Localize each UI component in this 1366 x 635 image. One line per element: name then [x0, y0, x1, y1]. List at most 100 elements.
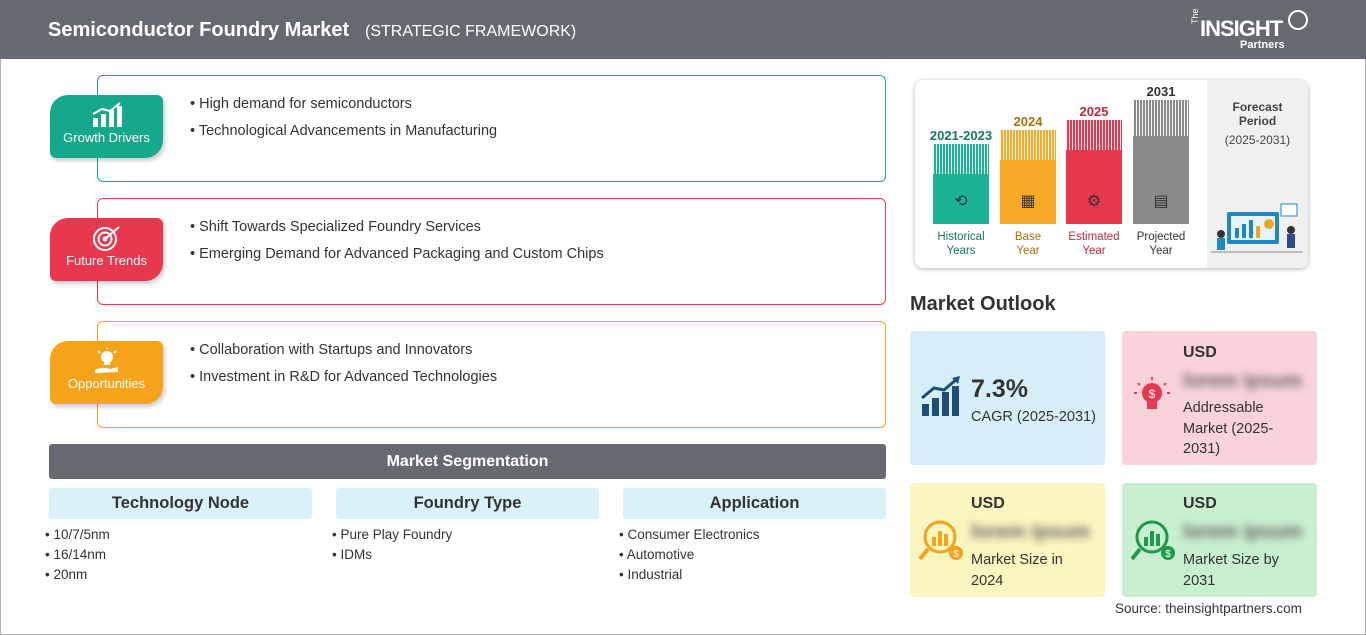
desc-line: 2031)	[1183, 441, 1221, 457]
logo-the: The	[1190, 8, 1200, 24]
future-trends-label: Future Trends	[66, 253, 147, 268]
timeline-bar: ⟲	[933, 144, 989, 224]
timeline-label: Historical Years	[921, 230, 1001, 258]
timeline-year: 2025	[1079, 104, 1109, 119]
header-bar: Semiconductor Foundry Market (STRATEGIC …	[0, 0, 1366, 59]
list-item: Technological Advancements in Manufactur…	[190, 123, 497, 139]
forecast-title-line: Forecast	[1232, 100, 1283, 114]
bar-stripes	[1000, 130, 1056, 160]
list-item: 20nm	[45, 567, 312, 582]
timeline-bar: ⚙	[1066, 120, 1122, 224]
opportunities-badge: Opportunities	[50, 341, 163, 404]
market-size-2031-desc: Market Size by 2031	[1183, 550, 1279, 591]
usd-label: USD	[1183, 344, 1217, 361]
forecast-title: Forecast Period	[1207, 100, 1308, 128]
timeline-label-line: Year	[1082, 245, 1106, 257]
bar-stripes	[1133, 100, 1189, 136]
logo-partners: Partners	[1240, 39, 1285, 51]
timeline-label-line: Base	[1014, 231, 1042, 243]
list-item: Pure Play Foundry	[332, 527, 599, 542]
segment-foundry-type: Foundry Type Pure Play Foundry IDMs	[336, 488, 599, 567]
growth-drivers-badge: Growth Drivers	[50, 95, 163, 158]
blurred-value: lorem ipsum	[971, 521, 1090, 543]
svg-text:$: $	[1149, 387, 1156, 401]
timeline-year: 2021-2023	[929, 128, 993, 143]
opportunities-label: Opportunities	[67, 376, 146, 391]
calendar-icon: ▦	[1020, 193, 1036, 210]
timeline-label-line: Estimated	[1068, 231, 1120, 243]
desc-line: Market (2025-	[1183, 420, 1274, 437]
gears-icon: ⚙	[1086, 193, 1102, 210]
list-item: Shift Towards Specialized Foundry Servic…	[190, 219, 604, 235]
market-segmentation-bar: Market Segmentation	[49, 444, 886, 479]
source-credit[interactable]: Source: theinsightpartners.com	[1115, 601, 1302, 616]
lightbulb-hand-icon	[94, 348, 118, 373]
segment-application: Application Consumer Electronics Automot…	[623, 488, 886, 587]
addressable-desc: Addressable Market (2025- 2031)	[1183, 398, 1273, 460]
timeline-year: 2031	[1146, 84, 1176, 99]
page-subtitle: (STRATEGIC FRAMEWORK)	[365, 23, 577, 40]
market-outlook-title: Market Outlook	[910, 293, 1056, 315]
timeline-label-line: Historical	[937, 231, 985, 243]
svg-text:$: $	[1165, 549, 1171, 560]
insight-partners-logo[interactable]: The INSIGHT Partners	[1190, 8, 1320, 52]
money-chart-icon: $	[918, 520, 963, 561]
segment-heading: Technology Node	[49, 488, 312, 519]
timeline-label: Projected Year	[1121, 230, 1201, 258]
timeline-label-line: Years	[946, 245, 976, 257]
list-item: Automotive	[619, 547, 886, 562]
desc-line: 2031	[1183, 572, 1216, 589]
list-item: Emerging Demand for Advanced Packaging a…	[190, 246, 604, 262]
desc-line: Addressable	[1183, 400, 1264, 416]
timeline-bar: ▤	[1133, 100, 1189, 224]
idea-bulb-icon: $	[1134, 377, 1170, 409]
timeline-year: 2024	[1013, 114, 1043, 129]
market-size-2031-card: USD lorem ipsum $ Market Size by 2031	[1122, 483, 1317, 597]
usd-label: USD	[1183, 495, 1217, 512]
segment-list: Consumer Electronics Automotive Industri…	[619, 527, 886, 582]
list-item: Consumer Electronics	[619, 527, 886, 542]
list-item: Collaboration with Startups and Innovato…	[190, 342, 497, 358]
growth-drivers-list: High demand for semiconductors Technolog…	[190, 96, 497, 150]
future-trends-box: Shift Towards Specialized Foundry Servic…	[97, 198, 886, 305]
opportunities-list: Collaboration with Startups and Innovato…	[190, 342, 497, 396]
segment-heading: Foundry Type	[336, 488, 599, 519]
money-chart-icon: $	[1130, 520, 1175, 561]
bar-stripes	[933, 144, 989, 174]
forecast-period-panel: Forecast Period (2025-2031)	[1207, 80, 1308, 268]
history-icon: ⟲	[954, 193, 968, 210]
list-item: Investment in R&D for Advanced Technolog…	[190, 369, 497, 385]
list-item: 10/7/5nm	[45, 527, 312, 542]
list-item: Industrial	[619, 567, 886, 582]
timeline-label: Estimated Year	[1054, 230, 1134, 258]
segment-list: Pure Play Foundry IDMs	[332, 527, 599, 562]
timeline-card: 2021-2023 ⟲ Historical Years 2024 ▦ Base…	[915, 80, 1308, 268]
growth-drivers-box: High demand for semiconductors Technolog…	[97, 75, 886, 182]
desc-line: Market Size in	[971, 552, 1063, 568]
segment-technology-node: Technology Node 10/7/5nm 16/14nm 20nm	[49, 488, 312, 587]
desc-line: Market Size by	[1183, 552, 1279, 568]
forecast-title-line: Period	[1238, 114, 1277, 128]
target-icon	[92, 226, 120, 251]
segment-heading: Application	[623, 488, 886, 519]
growth-bars-icon	[921, 376, 960, 416]
market-size-2024-desc: Market Size in 2024	[971, 550, 1063, 591]
bar-stripes	[1066, 120, 1122, 150]
growth-chart-icon	[92, 102, 122, 127]
logo-insight: INSIGHT	[1200, 16, 1283, 41]
timeline-bar: ▦	[1000, 130, 1056, 224]
desc-line: 2024	[971, 572, 1004, 589]
growth-drivers-label: Growth Drivers	[63, 130, 150, 145]
cagr-label: CAGR (2025-2031)	[971, 409, 1096, 425]
usd-label: USD	[971, 495, 1005, 512]
list-item: High demand for semiconductors	[190, 96, 497, 112]
timeline-label-line: Year	[1149, 245, 1173, 257]
list-item: 16/14nm	[45, 547, 312, 562]
logo-ring-icon	[1288, 10, 1308, 30]
page-title: Semiconductor Foundry Market	[48, 19, 350, 41]
addressable-market-card: USD lorem ipsum $ Addressable Market (20…	[1122, 331, 1317, 465]
forecast-range: (2025-2031)	[1224, 133, 1291, 147]
analyst-dashboard-icon	[1211, 203, 1303, 253]
timeline-label: Base Year	[988, 230, 1068, 258]
timeline-label-line: Year	[1016, 245, 1040, 257]
